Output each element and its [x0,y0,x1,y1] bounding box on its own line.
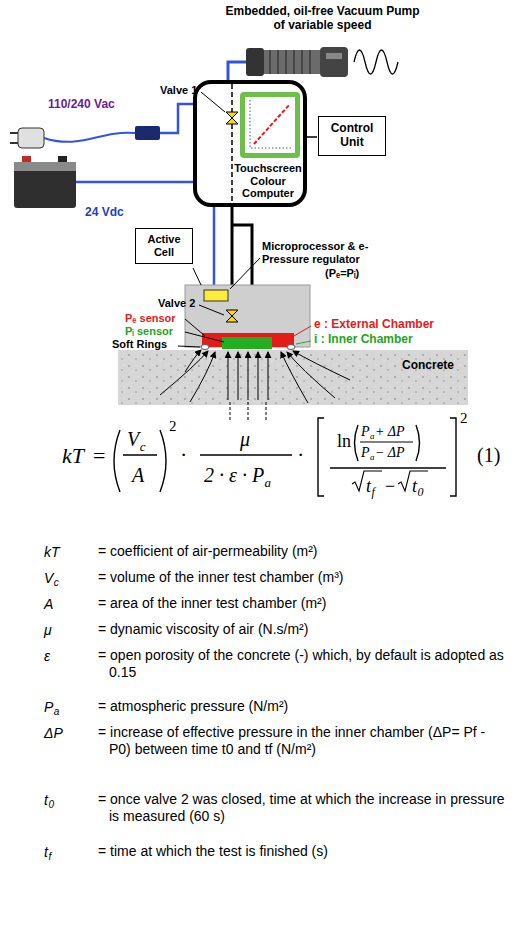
annotation-text: Soft Rings [112,338,167,351]
label-box: Active Cell [135,228,193,264]
node-text: Control Unit [325,122,379,150]
formula-term: kT [62,445,84,467]
formula-term: t [44,845,48,859]
formula-term: · [180,444,187,466]
annotation-text: = once valve 2 was closed, time at which… [98,791,509,825]
formula-term: 2 [460,411,468,426]
label-box: Control Unit [318,116,386,156]
formula-term: f [372,486,375,498]
node-text: Active Cell [141,233,187,259]
annotation-text: = coefficient of air-permeability (m²) [98,543,509,560]
node-text: Embedded, oil-free Vacuum Pump of variab… [225,4,420,33]
annotation-text: 24 Vdc [85,206,124,220]
power-sources [10,126,160,208]
formula-term: c [140,440,146,453]
formula-term: A [132,465,144,485]
annotation-text: = atmospheric pressure (N/m²) [98,698,509,715]
formula-strokes [114,418,456,496]
formula-term: a [370,432,375,441]
formula-term: − ΔP [375,446,404,460]
annotation-text: = volume of the inner test chamber (m³) [98,569,509,586]
formula-term: V [127,429,139,449]
annotation-text: = increase of effective pressure in the … [98,724,509,758]
formula-term: ln [337,432,351,450]
formula-term: 2 · ε · P [204,465,264,485]
annotation-text: = open porosity of the concrete (-) whic… [98,647,509,681]
formula-term: μ [44,623,52,637]
annotation-text: 110/240 Vac [48,98,115,112]
formula-term: + ΔP [375,425,404,439]
node-text: Concrete [402,358,454,372]
formula-term: P [361,446,370,460]
formula-term: t [412,477,417,495]
formula-term: = [93,445,105,467]
annotation-text: Touchscreen Colour Computer [232,162,304,200]
formula-term: 2 [169,419,177,434]
formula-term: 0 [418,486,424,498]
formula-term: (1) [477,445,500,465]
active-cell [178,258,311,350]
annotation-text: Pₑ sensor [125,312,176,325]
control-unit-housing [195,82,317,205]
formula-term: μ [240,429,250,449]
annotation-text: i : Inner Chamber [314,333,413,347]
annotation-text: Pᵢ sensor [125,325,173,338]
annotation-text: = time at which the test is finished (s) [98,843,509,860]
formula-term: c [54,578,59,588]
formula-term: a [370,453,375,462]
formula-term: 0 [48,800,54,810]
formula-term: a [54,707,60,717]
formula-term: V [44,571,53,585]
annotation-text: e : External Chamber [314,318,434,332]
vacuum-pump [246,47,398,77]
formula-term: kT [44,545,60,559]
annotation-text: = dynamic viscosity of air (N.s/m²) [98,621,509,638]
air-flow-arrows [160,350,350,420]
formula-term: f [48,852,51,862]
formula-term: P [44,700,53,714]
formula-term: t [44,793,48,807]
concrete-block [118,350,468,405]
formula-term: − [385,477,395,495]
concrete-band: Concrete [118,350,468,405]
annotation-text: Valve 1 [160,84,197,97]
annotation-text: Microprocessor & e-Pressure regulator [262,240,412,265]
formula-term: a [265,476,272,489]
formula-term: P [361,425,370,439]
formula-term: t [366,477,371,495]
annotation-text: (Pₑ=Pᵢ) [325,267,359,280]
annotation-text: Valve 2 [158,297,195,310]
annotation-text: = area of the inner test chamber (m²) [98,595,509,612]
formula-term: ε [44,649,50,663]
formula-term: ΔP [44,726,63,740]
formula-term: A [44,597,53,611]
formula-term: · [297,444,304,466]
pump-heading: Embedded, oil-free Vacuum Pump of variab… [225,4,420,33]
